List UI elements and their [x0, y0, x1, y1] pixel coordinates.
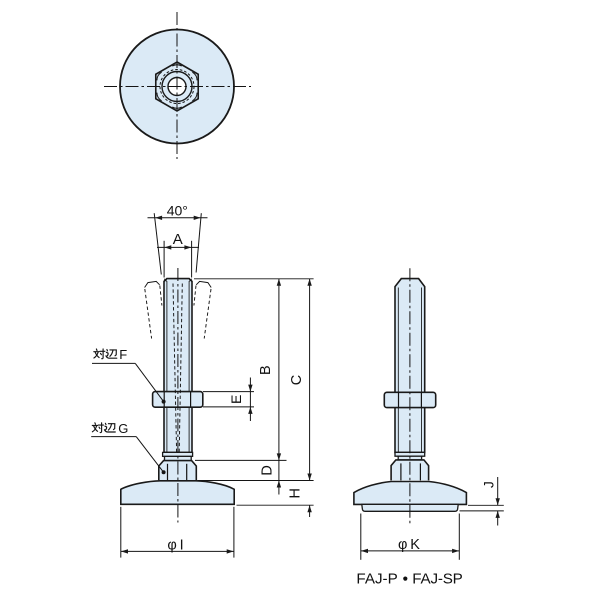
svg-text:G: G	[118, 421, 128, 436]
svg-text:E: E	[228, 395, 244, 404]
svg-text:B: B	[258, 365, 274, 375]
svg-text:C: C	[289, 375, 305, 385]
svg-text:FAJ-SP: FAJ-SP	[412, 571, 462, 588]
svg-text:FAJ-P: FAJ-P	[356, 571, 397, 588]
svg-text:H: H	[287, 488, 303, 498]
svg-text:A: A	[173, 231, 183, 248]
svg-text:φ K: φ K	[398, 537, 420, 553]
svg-text:40°: 40°	[167, 202, 188, 218]
svg-text:D: D	[259, 465, 275, 475]
svg-text:φ I: φ I	[167, 537, 183, 553]
svg-text:F: F	[119, 347, 127, 362]
svg-text:J: J	[482, 481, 497, 488]
